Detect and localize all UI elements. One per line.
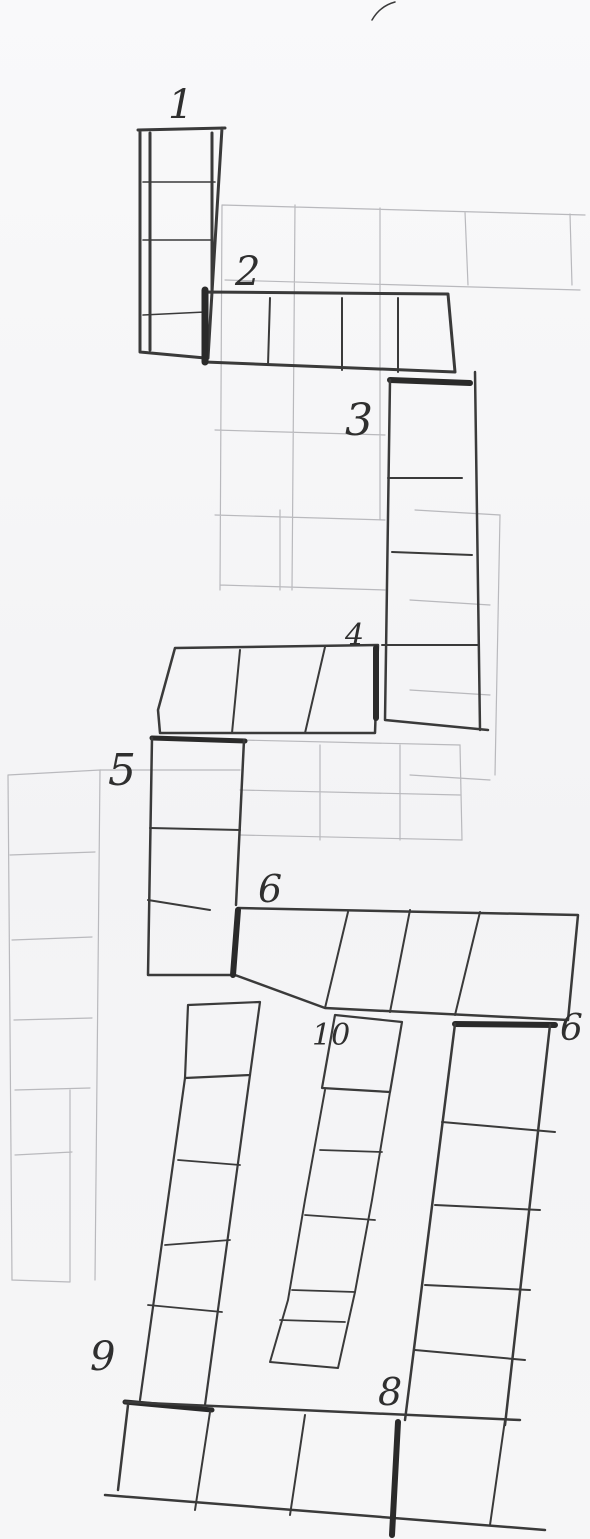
- faint-grid-left: [8, 770, 100, 1282]
- strip-2: [205, 290, 455, 372]
- strip-1: [138, 128, 225, 358]
- label-10: 10: [312, 1018, 350, 1053]
- strip-7: [405, 1024, 555, 1425]
- label-2: 2: [234, 249, 260, 295]
- strip-5: [148, 738, 245, 975]
- strip-10: [270, 1015, 402, 1368]
- strip-6: [233, 908, 578, 1020]
- label-8: 8: [378, 1370, 402, 1414]
- label-9: 9: [90, 1334, 115, 1380]
- label-1: 1: [168, 82, 193, 128]
- strip-9: [125, 1002, 260, 1410]
- top-stroke: [372, 2, 395, 20]
- label-4: 4: [344, 618, 364, 653]
- faint-grid-middle: [100, 740, 462, 840]
- label-6: 6: [258, 867, 282, 911]
- strip-8: [105, 1402, 545, 1535]
- label-6b: 6: [560, 1008, 583, 1049]
- strip-3: [382, 372, 488, 730]
- label-3: 3: [345, 395, 373, 446]
- strip-4: [158, 645, 378, 733]
- label-5: 5: [108, 745, 136, 796]
